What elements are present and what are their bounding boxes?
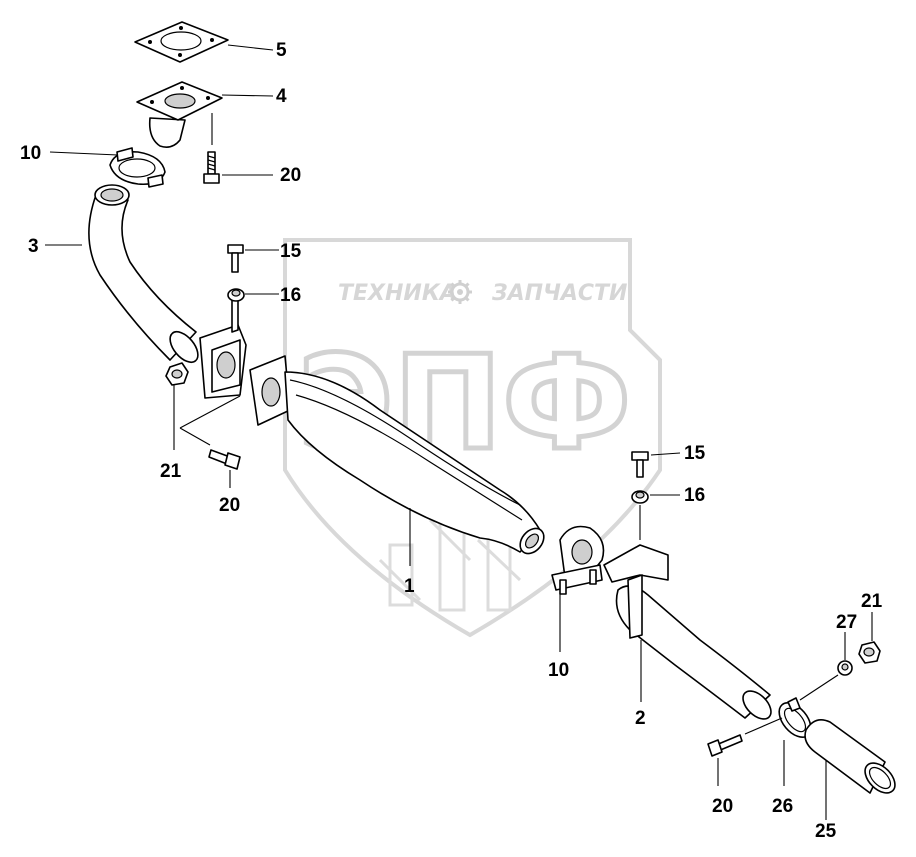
callout-3: 3 [28, 236, 39, 257]
callouts: 5 4 10 20 3 15 16 21 20 1 15 16 10 2 27 … [20, 40, 883, 842]
part-21-nut-left [165, 362, 241, 450]
part-25-end-pipe [804, 719, 896, 820]
callout-27: 27 [836, 612, 857, 633]
part-2-tail-pipe [603, 544, 772, 720]
callout-5: 5 [276, 40, 287, 61]
callout-20-bottom: 20 [712, 796, 733, 817]
part-1-muffler [249, 355, 545, 566]
part-15-bolt-mid [227, 244, 279, 273]
callout-1: 1 [404, 576, 415, 597]
watermark-right-text: ЗАПЧАСТИ [491, 281, 627, 306]
part-3-bent-pipe [45, 184, 199, 364]
part-20-bolt-top [203, 151, 273, 184]
callout-10-top: 10 [20, 143, 41, 164]
callout-15-right: 15 [684, 443, 706, 464]
part-10-clamp-bottom [551, 525, 605, 652]
watermark-shield [283, 238, 662, 638]
callout-20-top: 20 [280, 165, 301, 186]
gear-icon [448, 280, 472, 304]
part-15-bolt-right [631, 451, 681, 478]
part-10-clamp-top [49, 147, 166, 188]
callout-25: 25 [815, 821, 837, 842]
part-4-flange [136, 81, 274, 148]
part-16-nut-mid [227, 288, 279, 302]
watermark-left-text: ТЕХНИКА [338, 281, 457, 306]
part-21-nut-right [858, 612, 881, 664]
pipe-3-bracket [199, 299, 247, 399]
callout-10-bottom: 10 [548, 660, 569, 681]
callout-16-mid: 16 [280, 285, 301, 306]
callout-4: 4 [276, 86, 287, 107]
callout-20-left: 20 [219, 495, 240, 516]
part-16-nut-right [631, 490, 680, 540]
callout-2: 2 [635, 708, 646, 729]
part-20-bolt-bottom [707, 717, 783, 786]
callout-15-mid: 15 [280, 241, 302, 262]
part-27-washer [799, 632, 853, 701]
part-20-bolt-left [208, 449, 241, 488]
callout-26: 26 [772, 796, 793, 817]
callout-21-left: 21 [160, 461, 182, 482]
callout-21-right: 21 [861, 591, 883, 612]
watermark-grain-towers [378, 503, 522, 612]
part-5-gasket [134, 21, 274, 63]
callout-16-right: 16 [684, 485, 705, 506]
